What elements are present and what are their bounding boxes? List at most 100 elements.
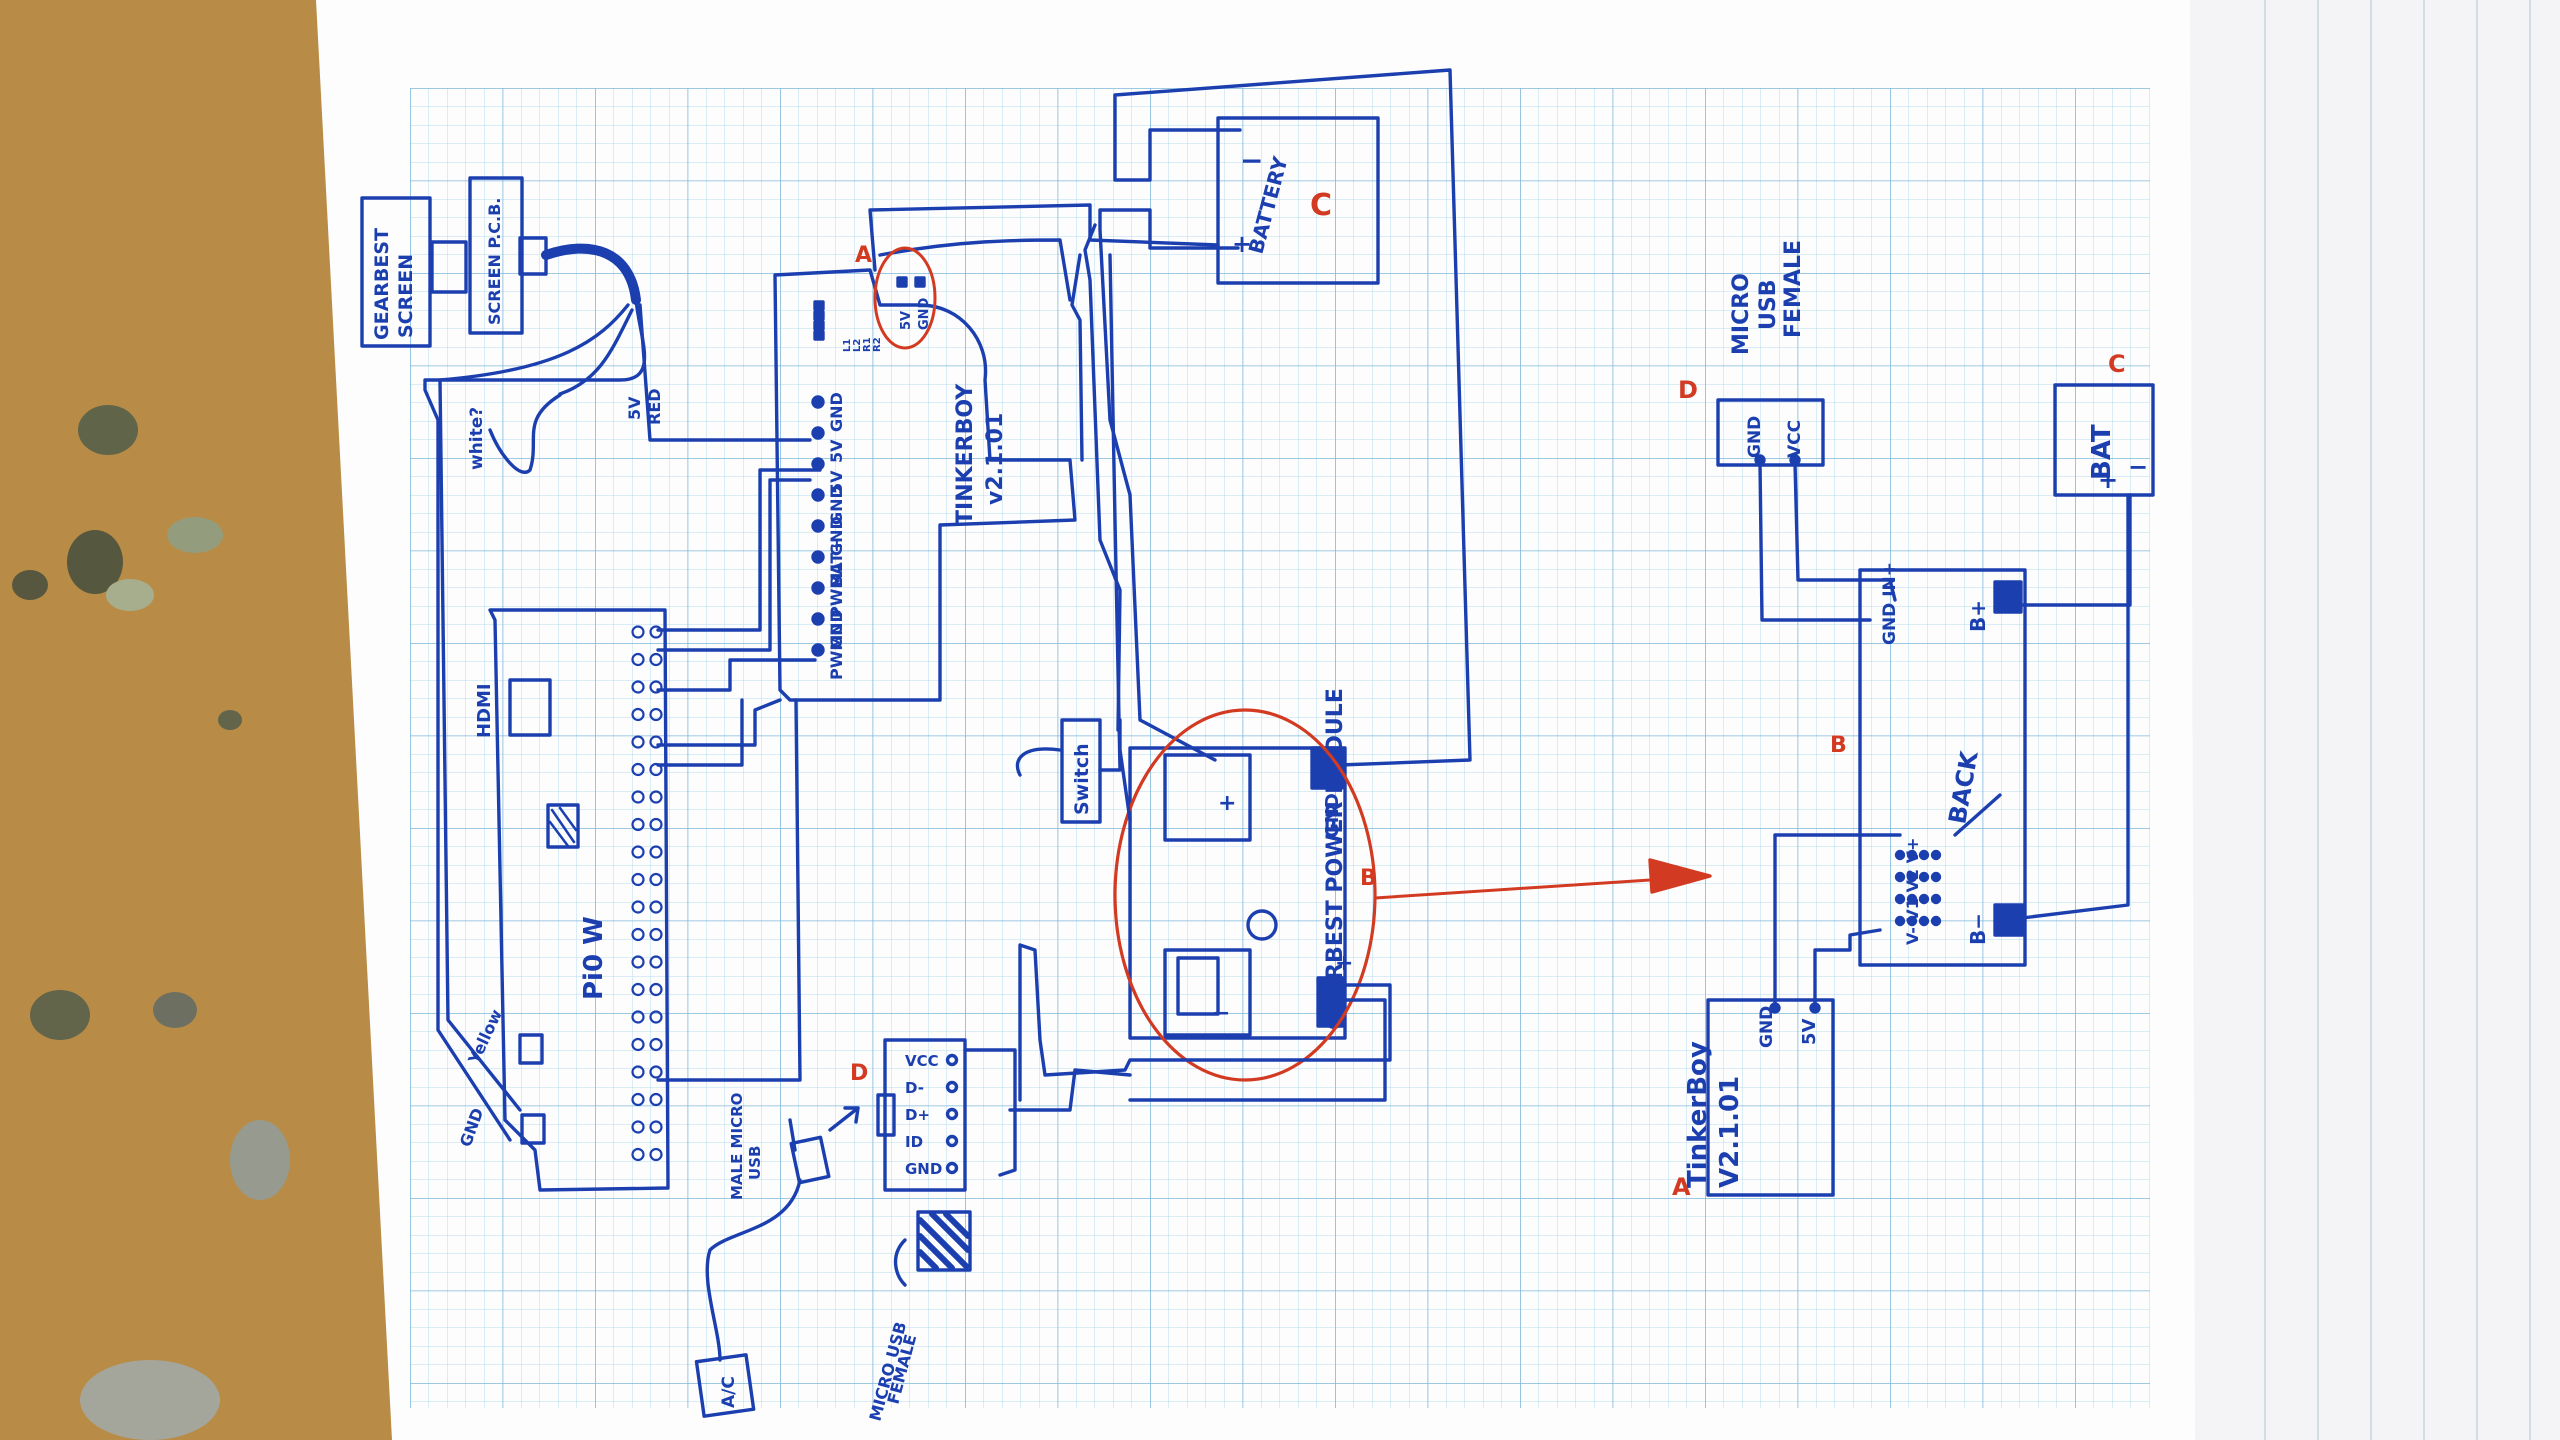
detail-module-bplus-pad — [1993, 580, 2023, 614]
pi-usb-1 — [518, 1033, 544, 1065]
usb-breakout-pin-label: D+ — [905, 1106, 930, 1124]
pi-gpio-pin — [631, 900, 645, 914]
tinkerboy-top-pin-label: R1 — [862, 337, 873, 352]
battery-plus: + — [1232, 230, 1252, 258]
detail-module-box — [1858, 568, 2027, 967]
tinkerboy-top-pin — [813, 320, 825, 331]
wire-yellow — [438, 303, 630, 1112]
detail-tb-label-1: TinkerBoy — [1683, 1041, 1713, 1188]
detail-module-dot — [1906, 871, 1918, 883]
wire-bat-switch — [1070, 253, 1084, 462]
wire-pi-pwm — [656, 658, 817, 692]
detail-wire-usb-vcc — [1793, 461, 1897, 602]
pi-gpio-pin — [649, 817, 663, 832]
detail-bat-plus: + — [2098, 466, 2118, 494]
pi-gpio-pin — [631, 1037, 645, 1052]
pi-hdmi-port — [508, 678, 552, 737]
red-arrow-head — [1648, 858, 1712, 894]
pi-gpio-pin — [649, 845, 663, 859]
detail-module-dot — [1918, 871, 1930, 883]
tinkerboy-top-pin — [813, 300, 825, 311]
wire-red-label: RED — [645, 388, 664, 425]
wire-battery-minus — [1113, 68, 1472, 767]
next-page — [2160, 0, 2560, 1440]
pi-gpio-pin — [631, 790, 645, 804]
usb-breakout-pin — [945, 1080, 959, 1094]
wire-module-switch — [1118, 718, 1132, 822]
pi-gpio-pin — [631, 1147, 645, 1162]
wire-pi-power — [656, 698, 802, 1082]
tinkerboy-pin — [811, 488, 825, 502]
detail-module-dot — [1930, 871, 1942, 883]
detail-bat-box — [2053, 383, 2155, 497]
tinkerboy-power-pin — [914, 276, 926, 288]
detail-tb-label-2: V2.1.01 — [1715, 1076, 1745, 1188]
male-usb-pointer — [788, 1118, 797, 1152]
detail-bat-label: BAT — [2087, 424, 2117, 480]
pi-gpio-pin — [649, 1092, 663, 1107]
pi-zero-board: HDMI Pi0 W — [474, 608, 670, 1192]
detail-bat-marker: C — [2108, 350, 2126, 378]
pi-chip — [546, 803, 580, 849]
wire-white-to-pi — [488, 393, 562, 474]
battery-marker: C — [1310, 188, 1332, 223]
detail-tb-5v: 5V — [1799, 1018, 1820, 1045]
male-usb-label-2: USB — [746, 1146, 764, 1180]
tinkerboy-top-pin-label: L2 — [852, 339, 863, 352]
screen-label-2: SCREEN — [395, 254, 417, 338]
paint-splatters — [12, 405, 290, 1440]
pi-gpio-pin — [649, 1037, 663, 1052]
detail-module-bplus: B+ — [1966, 600, 1990, 632]
detail-usb-label-1: MICRO — [1729, 273, 1754, 355]
usb-breakout-pin-label: ID — [905, 1133, 923, 1151]
female-usb-hatch — [917, 1211, 971, 1271]
detail-tb-box — [1706, 998, 1835, 1197]
pi-outline — [488, 608, 670, 1192]
detail-wire-tb-gnd — [1773, 833, 1902, 1012]
ac-box — [694, 1353, 756, 1418]
detail-wire-usb-gnd — [1758, 461, 1872, 622]
pi-gpio-pin — [631, 927, 645, 942]
wire-bat-to-module — [1083, 223, 1122, 732]
pi-gpio-pin — [649, 900, 663, 914]
pi-gpio-pin — [649, 955, 663, 969]
usb-breakout-port — [876, 1093, 896, 1137]
detail-module-dot — [1918, 849, 1930, 861]
ac-label: A/C — [719, 1376, 739, 1408]
tinkerboy-pin-label: PWM0 — [827, 624, 846, 680]
tinkerboy-pin-label: PWM1 — [827, 562, 846, 618]
pi-gpio-pin — [649, 625, 663, 639]
detail-bat-minus: − — [2128, 453, 2148, 481]
pi-gpio-pin — [631, 845, 645, 859]
screen-ribbon — [430, 240, 468, 294]
pi-usb-2 — [520, 1113, 546, 1145]
detail-usb-gnd: GND — [1745, 416, 1765, 458]
power-module-plus-label: + — [1335, 951, 1353, 976]
power-module-gnd-pad — [1310, 746, 1344, 790]
pi-gpio-pin — [649, 982, 663, 997]
wire-module-plus-loop — [1128, 998, 1387, 1102]
pi-gpio-pin — [631, 1120, 645, 1134]
gearbest-power-module: GEARBEST POWER MODULE GND + + − — [1128, 688, 1353, 1040]
pi-gpio-pin — [631, 872, 645, 887]
red-arrow-line — [1373, 876, 1682, 900]
pi-gpio-pin — [649, 1120, 663, 1134]
screen-box — [360, 196, 432, 348]
tinkerboy-pin — [811, 550, 825, 564]
power-module-port-top — [1163, 753, 1252, 842]
wire-white — [558, 308, 634, 396]
wire-gnd-screen — [423, 298, 647, 1142]
detail-module-dot — [1894, 893, 1906, 905]
pi-gpio-pin — [649, 927, 663, 942]
detail-usb-box — [1716, 398, 1825, 467]
tinkerboy-power-pin-label: 5V — [899, 311, 914, 330]
female-usb-pointer — [893, 1238, 907, 1287]
detail-wire-bat-plus — [2018, 493, 2132, 607]
power-module-plus-pad — [1316, 976, 1346, 1028]
ac-adapter: A/C — [694, 1353, 756, 1418]
pi-hdmi-label: HDMI — [474, 683, 495, 738]
